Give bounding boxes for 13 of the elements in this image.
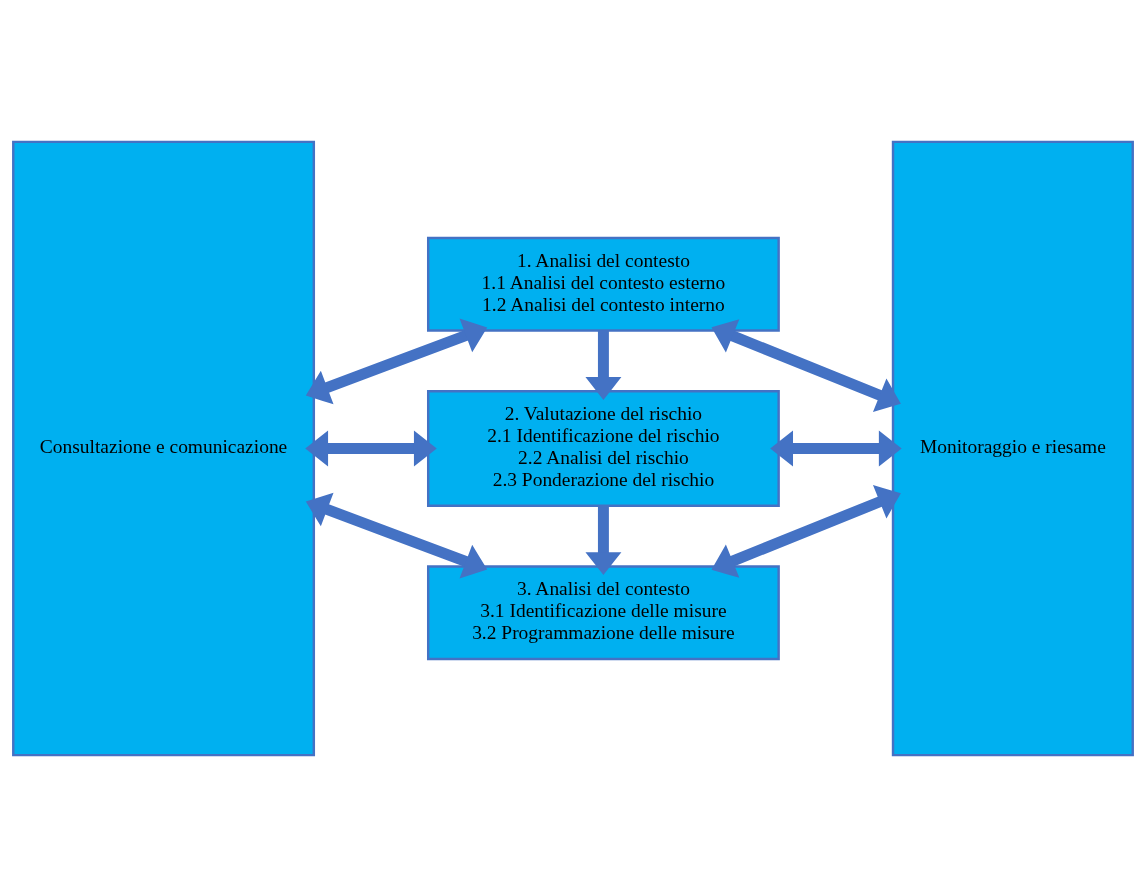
node-box: Consultazione e comunicazione: [12, 140, 316, 756]
arrow: [711, 484, 901, 578]
node-box: 3. Analisi del contesto 3.1 Identificazione delle misure 3.2 Programmazione delle misure: [427, 564, 780, 660]
arrow: [305, 318, 488, 404]
arrow: [711, 318, 901, 412]
arrow: [585, 330, 622, 400]
node-box: 1. Analisi del contesto 1.1 Analisi del contesto esterno 1.2 Analisi del contesto interno: [427, 236, 780, 332]
arrow: [585, 505, 622, 575]
arrow: [305, 492, 488, 578]
node-box: Monitoraggio e riesame: [891, 140, 1134, 756]
node-box: 2. Valutazione del rischio 2.1 Identificazione del rischio 2.2 Analisi del rischio 2.3 Ponderazione del rischio: [427, 389, 780, 507]
arrow: [770, 430, 902, 466]
arrow: [305, 430, 437, 466]
